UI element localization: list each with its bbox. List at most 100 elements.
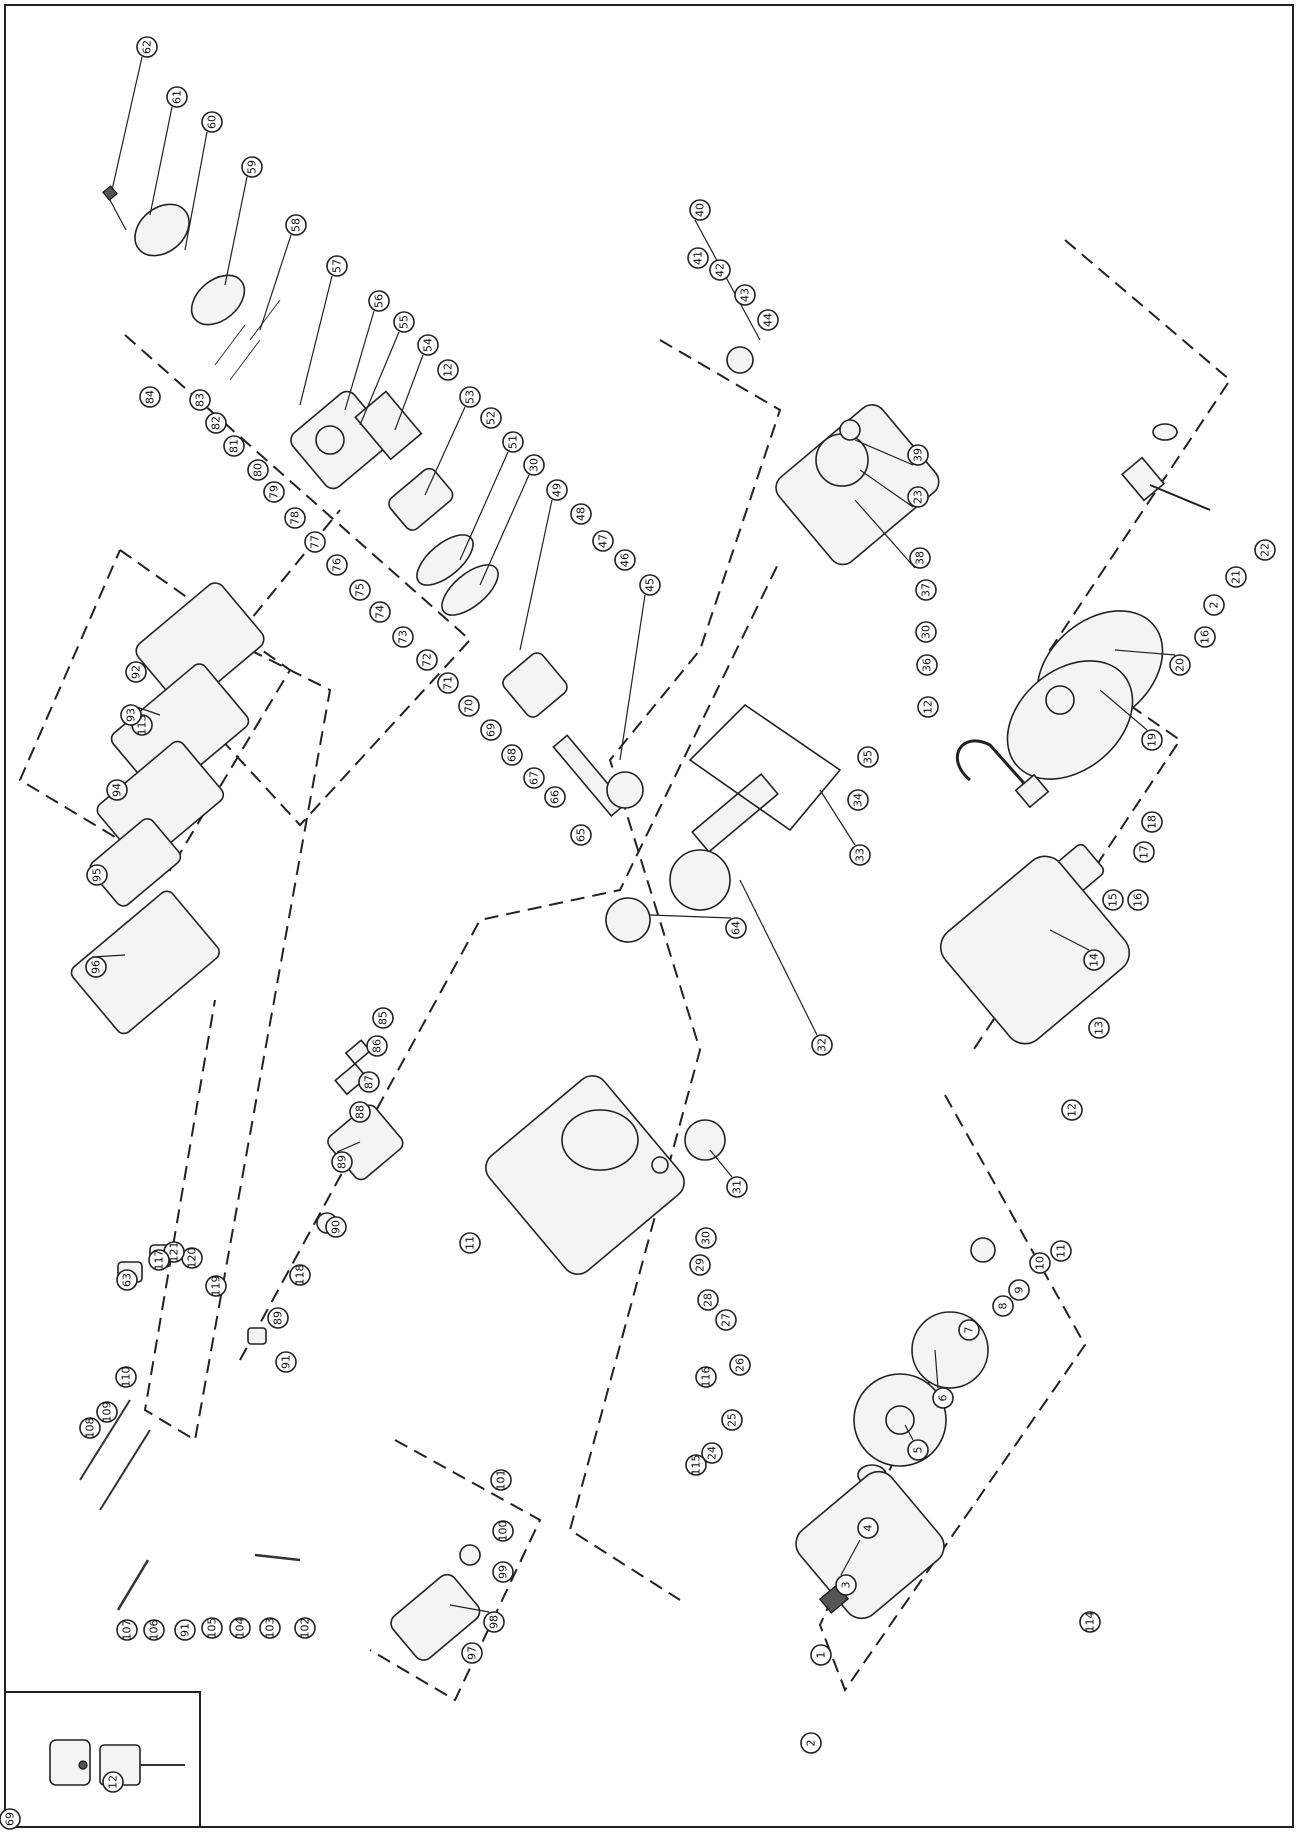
callout-18: 18: [1141, 811, 1163, 833]
callout-circle: [437, 359, 459, 381]
callout-97: 97: [461, 1642, 483, 1664]
callout-label: 24: [706, 1446, 719, 1460]
callout-circle: [139, 386, 161, 408]
callout-circle: [849, 844, 871, 866]
callout-circle: [687, 247, 709, 269]
callout-63: 63: [116, 1269, 138, 1291]
callout-label: 81: [228, 439, 241, 453]
callout-circle: [85, 956, 107, 978]
callout-110: 110: [115, 1366, 137, 1388]
callout-circle: [689, 199, 711, 221]
callout-circle: [857, 746, 879, 768]
callout-circle: [992, 1295, 1014, 1317]
callout-circle: [810, 1644, 832, 1666]
callout-label: 34: [852, 793, 865, 807]
callout-70: 70: [458, 695, 480, 717]
callout-62: 62: [136, 36, 158, 58]
callout-label: 120: [186, 1248, 199, 1269]
callout-86: 86: [366, 1035, 388, 1057]
callout-circle: [725, 917, 747, 939]
callout-label: 11: [1055, 1244, 1068, 1258]
callout-27: 27: [715, 1309, 737, 1331]
callout-circle: [392, 626, 414, 648]
callout-circle: [1203, 594, 1225, 616]
callout-label: 3: [840, 1582, 853, 1589]
callout-label: 62: [141, 40, 154, 54]
callout-circle: [369, 601, 391, 623]
callout-label: 32: [816, 1038, 829, 1052]
callout-105: 105: [201, 1617, 223, 1639]
callout-circle: [368, 290, 390, 312]
callout-circle: [917, 696, 939, 718]
callout-label: 89: [272, 1311, 285, 1325]
callout-10: 10: [1029, 1252, 1051, 1274]
callout-46: 46: [614, 549, 636, 571]
callout-85: 85: [372, 1007, 394, 1029]
callout-12: 12: [437, 359, 459, 381]
callout-82: 82: [205, 412, 227, 434]
callout-12: 12: [917, 696, 939, 718]
callout-89: 89: [267, 1307, 289, 1329]
callout-label: 93: [125, 708, 138, 722]
callout-circle: [366, 1035, 388, 1057]
callout-11: 11: [1050, 1240, 1072, 1262]
callout-94: 94: [106, 779, 128, 801]
callout-circle: [247, 459, 269, 481]
callout-21: 21: [1225, 566, 1247, 588]
callout-119: 119: [205, 1275, 227, 1297]
callout-101: 101: [490, 1469, 512, 1491]
callout-circle: [241, 156, 263, 178]
callout-label: 88: [354, 1105, 367, 1119]
callout-circle: [349, 1101, 371, 1123]
callout-28: 28: [697, 1289, 719, 1311]
callout-circle: [326, 255, 348, 277]
callout-label: 27: [720, 1313, 733, 1327]
callout-30: 30: [695, 1227, 717, 1249]
callout-circle: [709, 259, 731, 281]
callout-label: 13: [1093, 1021, 1106, 1035]
callout-68: 68: [501, 744, 523, 766]
callout-circle: [570, 503, 592, 525]
callout-88: 88: [349, 1101, 371, 1123]
callout-circle: [523, 454, 545, 476]
callout-label: 55: [398, 315, 411, 329]
callout-label: 66: [549, 790, 562, 804]
callout-label: 56: [373, 294, 386, 308]
callout-label: 58: [290, 218, 303, 232]
callout-2: 2: [800, 1732, 822, 1754]
callout-67: 67: [523, 767, 545, 789]
callout-circle: [201, 111, 223, 133]
callout-label: 117: [153, 1250, 166, 1271]
callout-label: 64: [730, 921, 743, 935]
callout-44: 44: [757, 309, 779, 331]
callout-16: 16: [1127, 889, 1149, 911]
callout-circle: [205, 1275, 227, 1297]
callout-11: 11: [459, 1232, 481, 1254]
callout-circle: [120, 704, 142, 726]
callout-circle: [1008, 1279, 1030, 1301]
callout-label: 69: [4, 1812, 17, 1826]
callout-circle: [417, 334, 439, 356]
callout-circle: [223, 435, 245, 457]
callout-label: 9: [1013, 1287, 1026, 1294]
callout-label: 73: [397, 630, 410, 644]
callout-circle: [393, 311, 415, 333]
callout-label: 12: [922, 700, 935, 714]
callout-label: 42: [714, 263, 727, 277]
callout-circle: [285, 214, 307, 236]
callout-label: 12: [1066, 1103, 1079, 1117]
callout-circle: [267, 1307, 289, 1329]
drawing-frame: [4, 4, 1294, 1828]
callout-label: 91: [280, 1355, 293, 1369]
callout-38: 38: [909, 547, 931, 569]
callout-120: 120: [181, 1247, 203, 1269]
callout-circle: [275, 1351, 297, 1373]
callout-circle: [546, 479, 568, 501]
callout-label: 61: [171, 90, 184, 104]
callout-label: 100: [497, 1521, 510, 1542]
callout-34: 34: [847, 789, 869, 811]
callout-23: 23: [907, 486, 929, 508]
callout-label: 2: [1208, 602, 1221, 609]
callout-circle: [1088, 1017, 1110, 1039]
callout-circle: [1050, 1240, 1072, 1262]
